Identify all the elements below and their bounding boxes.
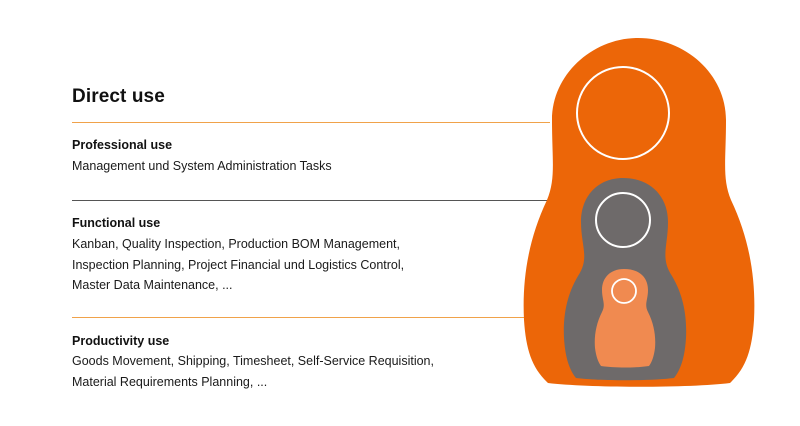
inner-doll-body xyxy=(594,269,656,368)
section-line: Material Requirements Planning, ... xyxy=(72,374,268,389)
section-body-productivity: Goods Movement, Shipping, Timesheet, Sel… xyxy=(72,351,434,392)
heading-direct-use: Direct use xyxy=(72,86,165,107)
inner-doll-face-ring xyxy=(611,278,637,304)
connector-line-functional xyxy=(72,200,584,201)
middle-doll-face-ring xyxy=(595,192,651,248)
section-line: Goods Movement, Shipping, Timesheet, Sel… xyxy=(72,354,434,368)
connector-line-direct-use xyxy=(72,122,550,123)
outer-doll-face-ring xyxy=(576,66,670,160)
section-line: Management und System Administration Tas… xyxy=(72,159,332,173)
section-body-professional: Management und System Administration Tas… xyxy=(72,156,332,177)
section-title-functional: Functional use xyxy=(72,216,161,230)
section-title-professional: Professional use xyxy=(72,138,173,152)
section-body-functional: Kanban, Quality Inspection, Production B… xyxy=(72,234,404,296)
section-line: Master Data Maintenance, ... xyxy=(72,278,233,292)
section-line: Kanban, Quality Inspection, Production B… xyxy=(72,237,400,251)
section-title-productivity: Productivity use xyxy=(72,334,170,348)
section-line: Inspection Planning, Project Financial u… xyxy=(72,257,405,272)
connector-line-productivity xyxy=(72,317,612,318)
